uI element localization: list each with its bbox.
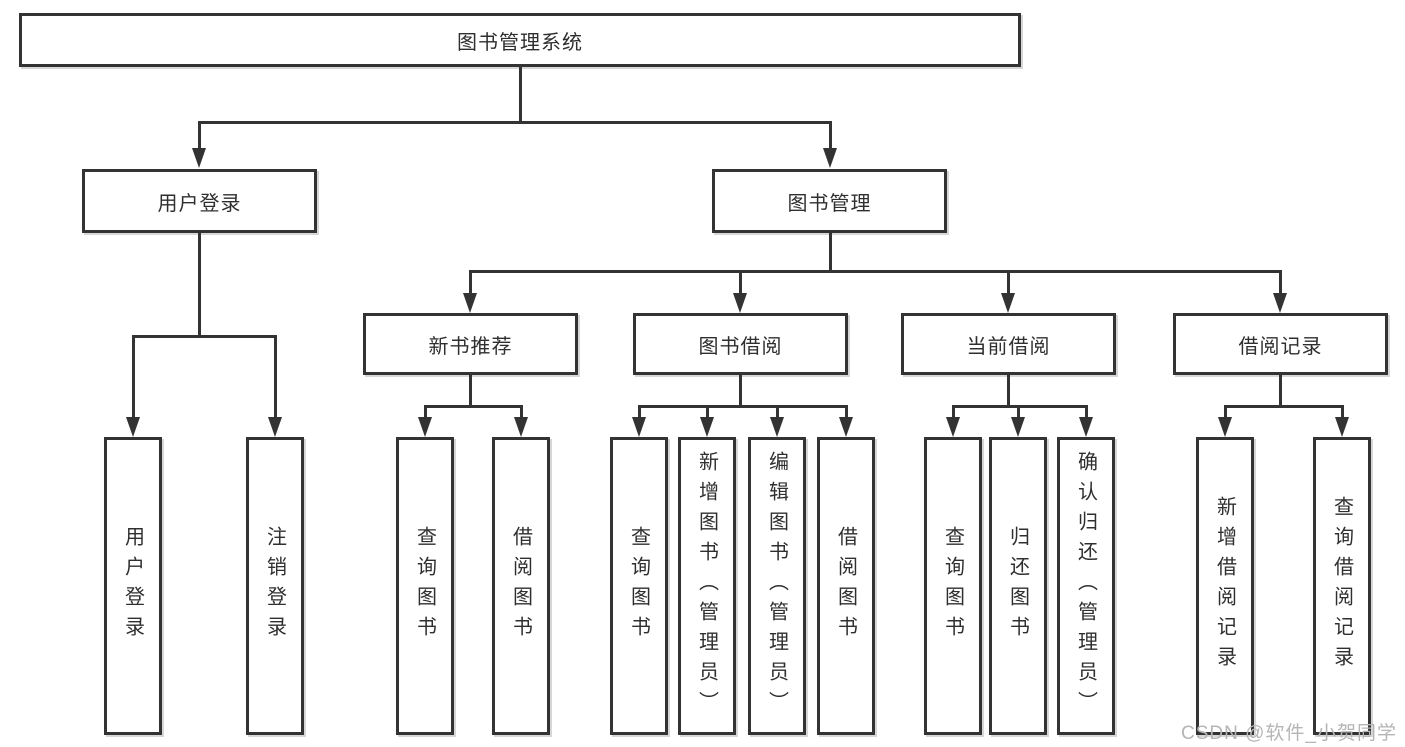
connector-vline [1223, 405, 1227, 419]
connector-vline [197, 122, 201, 149]
node-label: 新增图书（管理员） [695, 451, 718, 721]
arrow-down-icon [1273, 293, 1287, 313]
arrow-down-icon [418, 417, 432, 437]
node-label: 查询图书 [627, 526, 650, 646]
node-label: 图书管理 [787, 192, 872, 215]
arrow-down-icon [839, 417, 853, 437]
arrow-down-icon [946, 417, 960, 437]
connector-vline [1278, 270, 1282, 294]
connector-vline [828, 122, 832, 149]
node-label: 注销登录 [263, 526, 286, 646]
leaf-query-books-borrow: 查询图书 [610, 437, 668, 735]
connector-vline [637, 405, 641, 419]
arrow-down-icon [192, 148, 206, 168]
leaf-borrow-books: 借阅图书 [817, 437, 875, 735]
node-label: 编辑图书（管理员） [765, 451, 788, 721]
arrow-down-icon [733, 293, 747, 313]
connector-hline [197, 120, 832, 124]
node-new-book-recommend: 新书推荐 [363, 313, 578, 375]
node-label: 图书管理系统 [457, 31, 583, 54]
node-label: 查询图书 [941, 526, 964, 646]
connector-vline [423, 405, 427, 419]
arrow-down-icon [770, 417, 784, 437]
connector-vline [519, 405, 523, 419]
node-label: 图书借阅 [698, 335, 783, 358]
arrow-down-icon [514, 417, 528, 437]
leaf-borrow-books-recommend: 借阅图书 [492, 437, 550, 735]
node-label: 新增借阅记录 [1213, 496, 1236, 676]
leaf-query-borrow-record: 查询借阅记录 [1313, 437, 1371, 735]
node-label: 借阅记录 [1238, 335, 1323, 358]
leaf-confirm-return-admin: 确认归还（管理员） [1057, 437, 1115, 735]
arrow-down-icon [700, 417, 714, 437]
connector-hline [1223, 404, 1344, 408]
connector-vline [705, 405, 709, 419]
arrow-down-icon [823, 148, 837, 168]
connector-hline [423, 404, 523, 408]
connector-vline [468, 375, 472, 408]
connector-vline [273, 335, 277, 417]
connector-hline [131, 334, 277, 338]
connector-vline [828, 233, 832, 273]
connector-hline [951, 404, 1088, 408]
node-label: 归还图书 [1006, 526, 1029, 646]
connector-vline [738, 270, 742, 294]
connector-vline [1016, 405, 1020, 419]
leaf-query-books-current: 查询图书 [924, 437, 982, 735]
connector-vline [844, 405, 848, 419]
leaf-user-login: 用户登录 [104, 437, 162, 735]
connector-hline [468, 269, 1282, 273]
arrow-down-icon [1218, 417, 1232, 437]
arrow-down-icon [632, 417, 646, 437]
leaf-edit-book-admin: 编辑图书（管理员） [748, 437, 806, 735]
node-label: 借阅图书 [834, 526, 857, 646]
arrow-down-icon [1011, 417, 1025, 437]
node-label: 查询图书 [413, 526, 436, 646]
csdn-watermark: CSDN @软件_小贺同学 [1181, 723, 1397, 744]
node-label: 用户登录 [157, 192, 242, 215]
node-label: 用户登录 [121, 526, 144, 646]
node-current-borrowing: 当前借阅 [901, 313, 1116, 375]
node-label: 确认归还（管理员） [1074, 451, 1097, 721]
node-book-borrowing: 图书借阅 [633, 313, 848, 375]
connector-vline [1006, 375, 1010, 408]
connector-hline [637, 404, 848, 408]
node-user-login: 用户登录 [82, 169, 317, 233]
leaf-logout: 注销登录 [246, 437, 304, 735]
connector-vline [197, 233, 201, 338]
node-system-root: 图书管理系统 [19, 13, 1021, 67]
node-label: 借阅图书 [509, 526, 532, 646]
arrow-down-icon [463, 293, 477, 313]
connector-vline [775, 405, 779, 419]
connector-vline [1340, 405, 1344, 419]
node-borrowing-records: 借阅记录 [1173, 313, 1388, 375]
connector-vline [738, 375, 742, 408]
leaf-query-books-recommend: 查询图书 [396, 437, 454, 735]
node-label: 查询借阅记录 [1330, 496, 1353, 676]
leaf-add-book-admin: 新增图书（管理员） [678, 437, 736, 735]
leaf-add-borrow-record: 新增借阅记录 [1196, 437, 1254, 735]
arrow-down-icon [268, 417, 282, 437]
arrow-down-icon [1335, 417, 1349, 437]
leaf-return-books: 归还图书 [989, 437, 1047, 735]
connector-vline [1278, 375, 1282, 408]
arrow-down-icon [1001, 293, 1015, 313]
arrow-down-icon [126, 417, 140, 437]
node-book-management: 图书管理 [712, 169, 947, 233]
node-label: 新书推荐 [428, 335, 513, 358]
connector-vline [468, 270, 472, 294]
connector-vline [1006, 270, 1010, 294]
node-label: 当前借阅 [966, 335, 1051, 358]
arrow-down-icon [1079, 417, 1093, 437]
connector-vline [951, 405, 955, 419]
connector-vline [1084, 405, 1088, 419]
connector-vline [518, 67, 522, 123]
connector-vline [131, 335, 135, 417]
